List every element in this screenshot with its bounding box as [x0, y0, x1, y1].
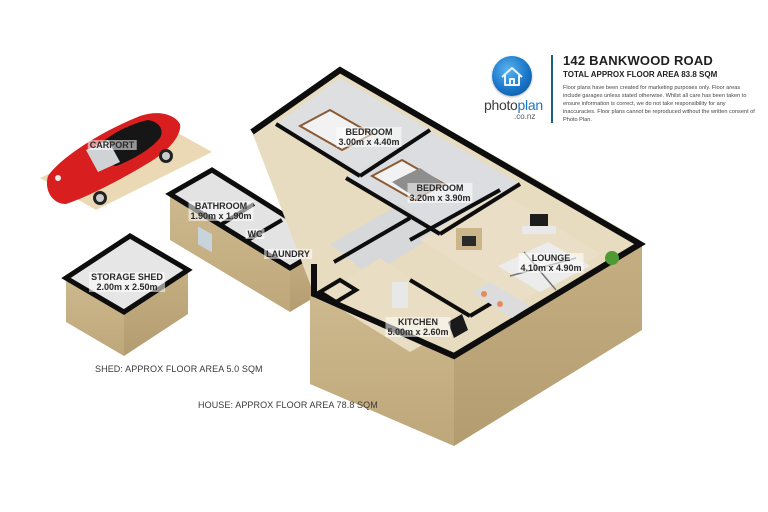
room-name: LAUNDRY	[266, 249, 310, 259]
shed-area-note: SHED: APPROX FLOOR AREA 5.0 SQM	[95, 364, 263, 374]
room-dimensions: 2.00m x 2.50m	[96, 282, 158, 292]
brand-name: photoplan	[484, 97, 543, 113]
room-name: WC	[247, 229, 263, 239]
room-label-kitchen: KITCHEN 5.00m x 2.60m	[385, 317, 451, 337]
header-divider	[551, 55, 553, 123]
room-dimensions: 3.00m x 4.40m	[338, 137, 400, 147]
room-dimensions: 4.10m x 4.90m	[520, 263, 582, 273]
room-name: BEDROOM	[416, 183, 464, 193]
room-name: BEDROOM	[345, 127, 393, 137]
room-label-storage-shed: STORAGE SHED 2.00m x 2.50m	[89, 272, 165, 292]
room-label-wc: WC	[245, 229, 265, 239]
room-label-carport: CARPORT	[87, 140, 137, 150]
room-dimensions: 1.90m x 1.90m	[190, 211, 252, 221]
room-name: LOUNGE	[531, 253, 571, 263]
logo-badge	[492, 56, 532, 96]
room-label-lounge: LOUNGE 4.10m x 4.90m	[518, 253, 584, 273]
room-label-bathroom: BATHROOM 1.90m x 1.90m	[188, 201, 254, 221]
room-dimensions: 5.00m x 2.60m	[387, 327, 449, 337]
house-area-note: HOUSE: APPROX FLOOR AREA 78.8 SQM	[198, 400, 378, 410]
disclaimer-text: Floor plans have been created for market…	[563, 85, 755, 123]
brand-main: photo	[484, 97, 518, 113]
room-dimensions: 3.20m x 3.90m	[409, 193, 471, 203]
property-address: 142 BANKWOOD ROAD	[563, 53, 714, 68]
room-label-bedroom-1: BEDROOM 3.00m x 4.40m	[336, 127, 402, 147]
room-name: STORAGE SHED	[91, 272, 163, 282]
room-label-laundry: LAUNDRY	[264, 249, 312, 259]
storage-shed	[61, 233, 193, 356]
house-icon	[501, 67, 523, 86]
brand-domain: .co.nz	[514, 112, 536, 121]
brand-accent: plan	[517, 97, 544, 113]
room-label-bedroom-2: BEDROOM 3.20m x 3.90m	[407, 183, 473, 203]
total-floor-area: TOTAL APPROX FLOOR AREA 83.8 SQM	[563, 70, 718, 79]
room-name: BATHROOM	[194, 201, 248, 211]
room-name: CARPORT	[89, 140, 135, 150]
room-name: KITCHEN	[397, 317, 438, 327]
